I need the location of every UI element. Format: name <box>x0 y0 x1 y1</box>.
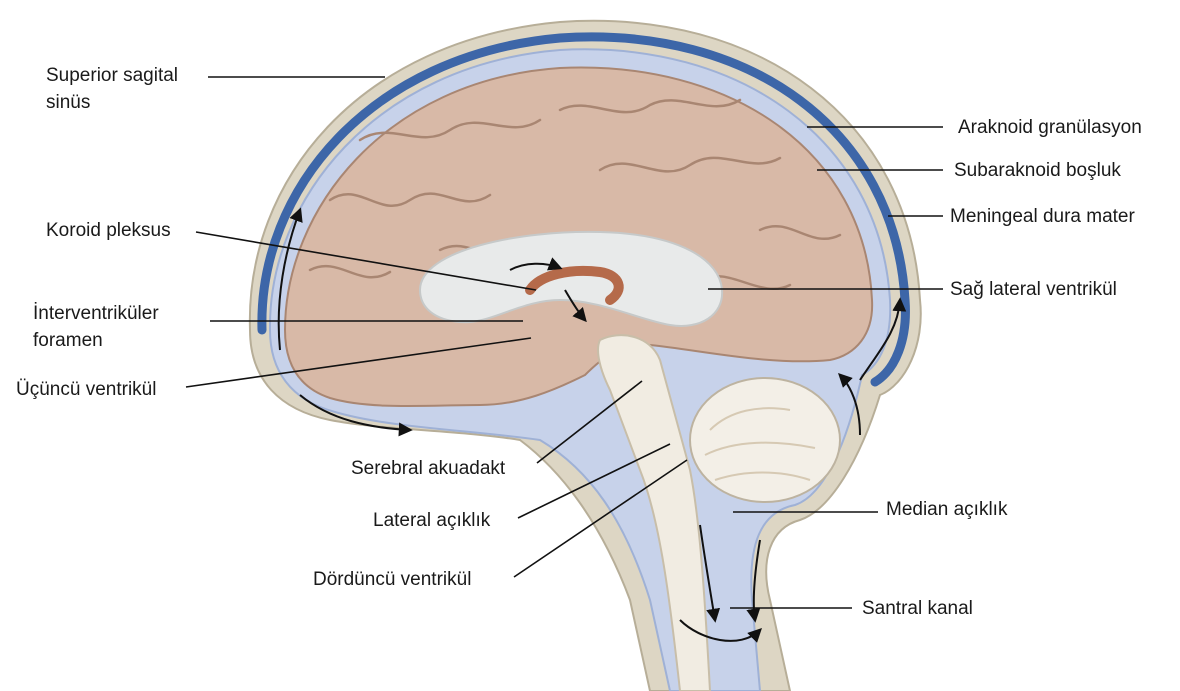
label-fourth-ventricle: Dördüncü ventrikül <box>313 569 472 590</box>
label-right-lateral-ventricle: Sağ lateral ventrikül <box>950 279 1117 300</box>
label-central-canal: Santral kanal <box>862 598 973 619</box>
label-cerebral-aqueduct: Serebral akuadakt <box>351 458 506 479</box>
label-lateral-aperture: Lateral açıklık <box>373 510 491 531</box>
label-superior-sagittal-sinus-line2: sinüs <box>46 92 91 113</box>
choroid-plexus <box>525 265 624 305</box>
label-superior-sagittal-sinus: Superior sagital sinüs <box>46 62 216 116</box>
label-arachnoid-granulation: Araknoid granülasyon <box>958 117 1142 138</box>
brainstem <box>597 334 712 691</box>
label-interventricular-foramen: İnterventriküler foramen <box>33 300 223 354</box>
cerebellum <box>689 377 841 503</box>
label-third-ventricle: Üçüncü ventrikül <box>16 379 157 400</box>
label-median-aperture: Median açıklık <box>886 499 1008 520</box>
csf-flow-arrows <box>277 207 907 643</box>
label-interventricular-line2: foramen <box>33 330 103 351</box>
label-interventricular-line1: İnterventriküler <box>33 303 159 324</box>
cerebellum-folia <box>704 407 816 481</box>
leader-lines <box>185 76 943 609</box>
label-meningeal-dura-mater: Meningeal dura mater <box>950 206 1135 227</box>
label-superior-sagittal-sinus-line1: Superior sagital <box>46 65 179 86</box>
label-subarachnoid-space: Subaraknoid boşluk <box>954 160 1121 181</box>
gyri-lines <box>308 98 842 291</box>
label-choroid-plexus: Koroid pleksus <box>46 220 171 241</box>
